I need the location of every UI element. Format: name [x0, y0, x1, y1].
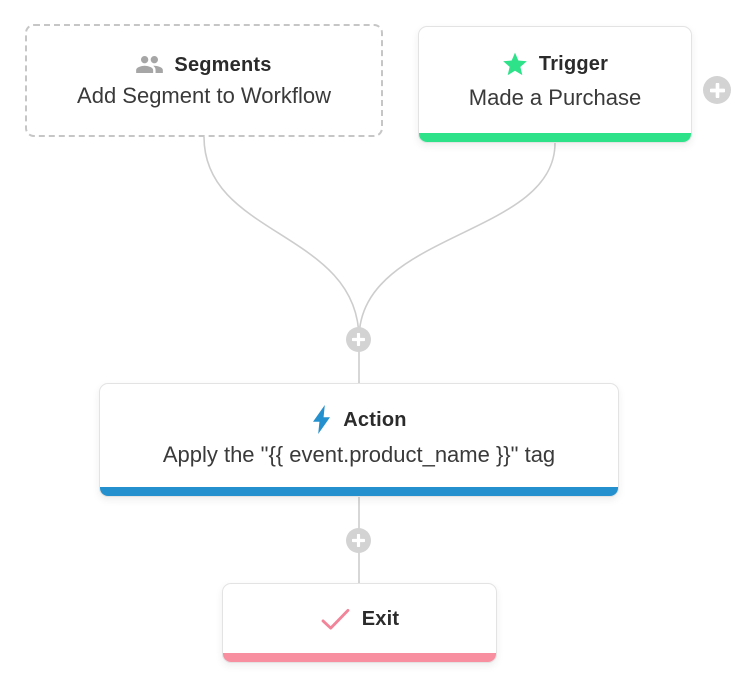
segments-title-row: Segments	[136, 55, 271, 75]
action-title-row: Action	[311, 405, 407, 434]
plus-icon	[352, 333, 365, 346]
exit-accent-bar	[223, 653, 496, 662]
segments-node-subtitle: Add Segment to Workflow	[77, 82, 331, 108]
segments-node[interactable]: Segments Add Segment to Workflow	[25, 24, 383, 137]
action-node[interactable]: Action Apply the "{{ event.product_name …	[99, 383, 619, 497]
connector-segments-to-merge	[203, 136, 360, 340]
action-node-title: Action	[343, 408, 407, 431]
plus-icon	[352, 534, 365, 547]
action-node-subtitle: Apply the "{{ event.product_name }}" tag	[162, 442, 556, 467]
trigger-node-subtitle: Made a Purchase	[468, 84, 642, 110]
people-icon	[136, 56, 164, 73]
trigger-node-title: Trigger	[538, 53, 609, 75]
star-icon	[502, 52, 528, 77]
plus-icon	[709, 82, 725, 98]
add-branch-button-right[interactable]	[703, 76, 731, 104]
add-step-button-merge[interactable]	[346, 327, 371, 352]
exit-title-row: Exit	[320, 608, 399, 631]
connector-trigger-to-merge	[358, 142, 556, 340]
trigger-accent-bar	[419, 133, 691, 142]
trigger-node[interactable]: Trigger Made a Purchase	[418, 26, 692, 143]
exit-node-title: Exit	[361, 608, 400, 630]
segments-node-title: Segments	[174, 53, 272, 76]
add-step-button-before-exit[interactable]	[346, 528, 371, 553]
trigger-title-row: Trigger	[502, 52, 608, 77]
check-icon	[320, 608, 351, 631]
exit-node[interactable]: Exit	[222, 583, 497, 663]
lightning-icon	[311, 405, 332, 434]
action-accent-bar	[100, 487, 618, 496]
